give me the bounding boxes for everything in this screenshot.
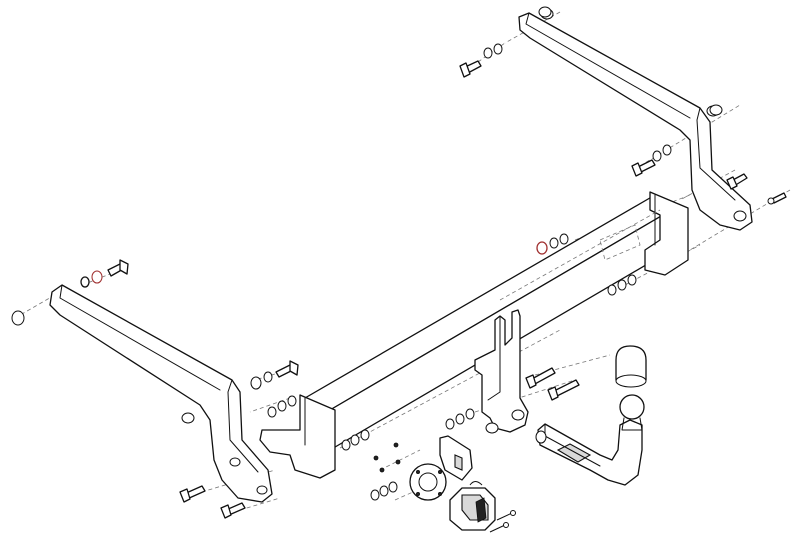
bolt-icon	[459, 60, 482, 78]
washer-icon	[11, 270, 103, 326]
bracket-hole	[181, 412, 195, 424]
right-side-bracket	[518, 8, 753, 231]
tow-bar-arm	[535, 419, 643, 486]
bolt-icon	[275, 360, 299, 378]
bolt-icon	[107, 259, 129, 277]
bolt-icon	[179, 485, 206, 503]
arm-end	[535, 430, 547, 444]
bolt-icon	[525, 367, 556, 389]
bolt-icon	[547, 379, 580, 401]
washer-icon	[483, 6, 552, 59]
bracket-hole	[229, 457, 241, 467]
nut-icon	[370, 481, 398, 501]
bolt-icon	[489, 510, 516, 533]
socket-bracket	[409, 435, 473, 501]
nut-icon	[445, 408, 475, 430]
bracket-hole	[733, 210, 747, 222]
tow-ball-icon	[615, 345, 647, 431]
small-screws	[373, 442, 401, 473]
plate-hole	[511, 409, 525, 421]
bracket-hole	[256, 485, 268, 495]
bolt-icon	[767, 192, 787, 205]
nut-icon	[250, 371, 297, 418]
centre-mounting-plate	[474, 309, 529, 434]
washer-icon	[652, 104, 723, 162]
nut-icon	[341, 429, 370, 451]
nut-icon	[607, 274, 637, 296]
left-side-bracket	[49, 284, 273, 503]
socket-icon	[449, 481, 496, 531]
bolt-icon	[631, 159, 656, 177]
nut-icon	[536, 233, 569, 255]
plate-hole	[485, 422, 499, 434]
arm-locking-block	[556, 443, 592, 463]
bolt-icon	[726, 173, 748, 190]
bolt-icon	[220, 502, 246, 519]
